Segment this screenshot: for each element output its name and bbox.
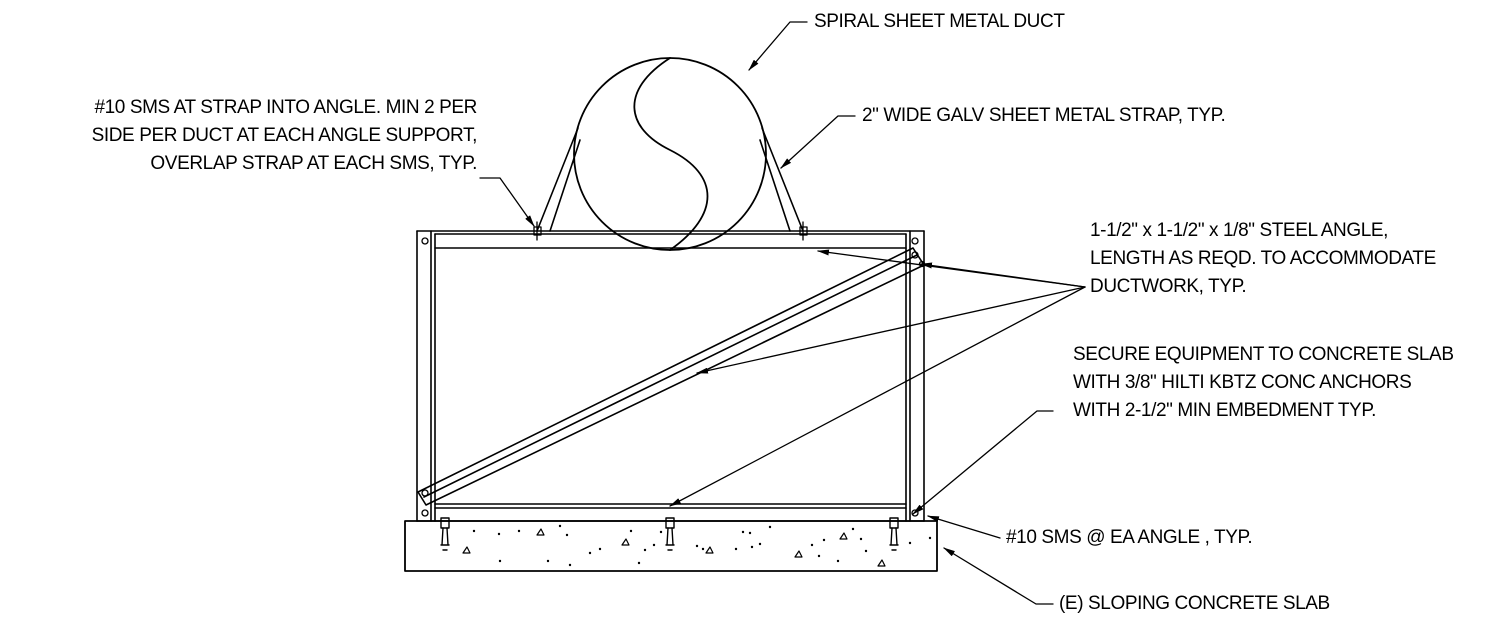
leader-slab <box>943 548 1053 604</box>
callout-steel-angle: 1-1/2" x 1-1/2" x 1/8" STEEL ANGLE, LENG… <box>1090 217 1436 301</box>
steel-angle-frame <box>417 231 924 521</box>
leader-strap <box>780 116 855 169</box>
callout-line: 2" WIDE GALV SHEET METAL STRAP, TYP. <box>862 105 1226 126</box>
leader-lines <box>480 22 1085 604</box>
spiral-duct <box>574 58 766 250</box>
leader-sms-angle <box>927 516 1000 538</box>
callout-line: DUCTWORK, TYP. <box>1090 276 1247 297</box>
leader-angle-brace <box>696 287 1085 373</box>
callout-anchors: SECURE EQUIPMENT TO CONCRETE SLAB WITH 3… <box>1073 341 1454 425</box>
callout-line: LENGTH AS REQD. TO ACCOMMODATE <box>1090 248 1436 269</box>
anchor-middle <box>666 518 674 550</box>
callout-line: #10 SMS AT STRAP INTO ANGLE. MIN 2 PER <box>94 97 477 118</box>
callout-sms-strap: #10 SMS AT STRAP INTO ANGLE. MIN 2 PER S… <box>91 94 478 178</box>
callout-line: (E) SLOPING CONCRETE SLAB <box>1059 593 1330 614</box>
callout-line: SIDE PER DUCT AT EACH ANGLE SUPPORT, <box>91 125 478 146</box>
callout-concrete-slab: (E) SLOPING CONCRETE SLAB <box>1059 590 1330 618</box>
callout-line: WITH 2-1/2" MIN EMBEDMENT TYP. <box>1073 400 1377 421</box>
slab-stipple-dots <box>472 524 932 567</box>
anchor-right <box>890 518 898 550</box>
callout-sms-angle: #10 SMS @ EA ANGLE , TYP. <box>1006 524 1253 552</box>
leader-angle-bottom <box>669 287 1085 506</box>
slab-aggregate-marks <box>463 529 885 566</box>
callout-line: #10 SMS @ EA ANGLE , TYP. <box>1006 527 1253 548</box>
leader-duct <box>749 22 807 71</box>
callout-line: SPIRAL SHEET METAL DUCT <box>814 11 1065 32</box>
top-angle <box>417 231 924 248</box>
callout-line: WITH 3/8" HILTI KBTZ CONC ANCHORS <box>1073 372 1412 393</box>
concrete-anchors <box>441 518 898 550</box>
callout-line: 1-1/2" x 1-1/2" x 1/8" STEEL ANGLE, <box>1090 220 1389 241</box>
strap-screws <box>534 222 807 240</box>
leader-angle-diag-end <box>920 262 1085 287</box>
anchor-left <box>441 518 449 550</box>
leader-anchors <box>912 411 1053 514</box>
callout-spiral-duct: SPIRAL SHEET METAL DUCT <box>814 8 1065 36</box>
diagonal-brace <box>418 248 924 505</box>
leader-sms-strap <box>480 178 534 227</box>
callout-line: OVERLAP STRAP AT EACH SMS, TYP. <box>150 153 477 174</box>
sheet-metal-straps <box>537 128 803 231</box>
right-post <box>906 231 924 521</box>
left-post <box>417 231 435 521</box>
callout-strap: 2" WIDE GALV SHEET METAL STRAP, TYP. <box>862 102 1226 130</box>
callout-line: SECURE EQUIPMENT TO CONCRETE SLAB <box>1073 344 1454 365</box>
